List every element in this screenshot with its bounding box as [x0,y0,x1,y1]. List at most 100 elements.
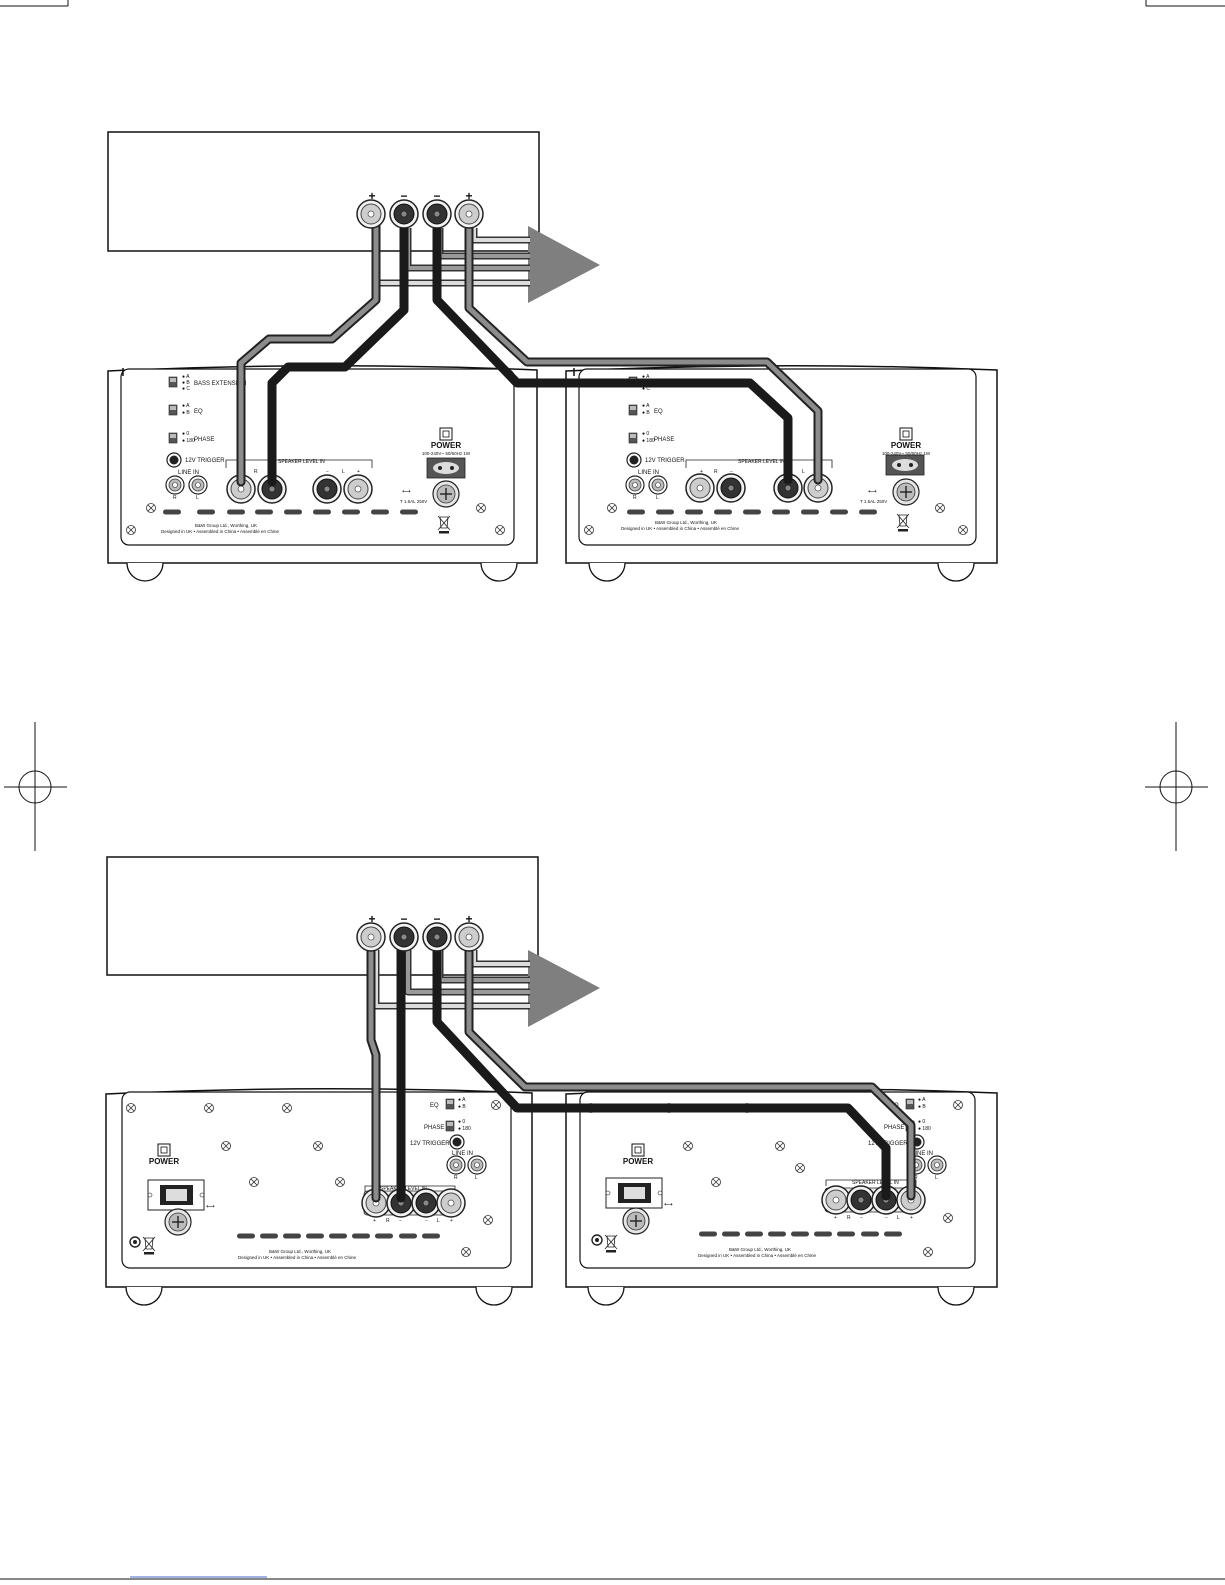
speaker-output-arrow [528,226,600,303]
terminal-mark: R [714,469,718,475]
manufacturer-address: B&W Group Ltd., Worthing, UK [729,1247,791,1252]
ground-symbol: ⟷ [664,1202,673,1208]
svg-text:● C: ● C [182,386,190,392]
registration-mark-right [1145,722,1208,851]
terminal-mark: L [342,469,345,475]
terminal-mark: − [399,1218,402,1224]
sub-cables-2 [366,943,916,1203]
svg-text:● A: ● A [642,374,650,380]
svg-text:● 0: ● 0 [918,1119,925,1125]
amp-terminal-mark: − [400,189,407,203]
speaker-level-label: SPEAKER LEVEL IN [852,1180,899,1186]
amp-terminal-mark: − [433,912,440,926]
amp-terminal-mark: + [368,912,375,926]
amp-terminal-mark: − [433,189,440,203]
line-in-r-label: R [454,1175,458,1181]
line-in-label: LINE IN [452,1151,473,1157]
line-in-l-label: L [196,495,199,501]
svg-text:● B: ● B [642,410,650,416]
assembly-note: Designed in UK • Assembled in China • As… [698,1253,816,1258]
phase-label: PHASE [654,437,674,443]
terminal-mark: + [450,1218,453,1224]
svg-text:● B: ● B [182,380,190,386]
power-spec: 100-240V~ 50/60Hz 1W [422,451,471,456]
ground-symbol: ⟷ [868,489,877,495]
terminal-mark: R [386,1218,390,1224]
trigger-label: 12V TRIGGER [185,458,225,464]
power-label: POWER [149,1157,179,1166]
terminal-mark: + [834,1215,837,1221]
diagram-2: + − − + POWER [105,856,998,1306]
bass-extension-label: BASS EXTENSION [194,381,246,387]
power-label: POWER [623,1157,653,1166]
svg-text:● B: ● B [458,1104,466,1110]
power-spec: 100-240V~ 50/60Hz 1W [882,451,931,456]
manufacturer-address: B&W Group Ltd., Worthing, UK [195,523,257,528]
speaker-output-arrow [528,950,600,1027]
manufacturer-address: B&W Group Ltd., Worthing, UK [269,1249,331,1254]
svg-text:● A: ● A [642,403,650,409]
diagram-1: + − − + ● A ● B ● C BA [107,131,998,582]
speaker-level-label: SPEAKER LEVEL IN [278,459,325,465]
terminal-mark: L [897,1215,900,1221]
registration-mark-left [4,722,67,851]
amp-terminal-mark: + [465,189,472,203]
subwoofer-1a: ● A ● B ● C BASS EXTENSION ● A ● B EQ ● … [107,364,538,582]
manufacturer-address: B&W Group Ltd., Worthing, UK [655,520,717,525]
ground-symbol: ⟷ [402,489,411,495]
terminal-mark: L [437,1218,440,1224]
amp-terminal-mark: + [368,189,375,203]
assembly-note: Designed in UK • Assembled in China • As… [621,526,739,531]
line-in-r-label: R [173,495,177,501]
phase-label: PHASE [884,1125,904,1131]
eq-label: EQ [654,409,663,415]
trigger-label: 12V TRIGGER [645,458,685,464]
svg-text:● A: ● A [458,1097,466,1103]
terminal-mark: − [885,1215,888,1221]
power-label: POWER [891,441,921,450]
line-in-l-label: L [935,1175,938,1181]
assembly-note: Designed in UK • Assembled in China • As… [238,1255,356,1260]
svg-text:● 0: ● 0 [182,431,189,437]
terminal-mark: − [860,1215,863,1221]
power-label: POWER [431,441,461,450]
terminal-mark: − [326,469,329,475]
amp-terminal-mark: − [400,912,407,926]
speaker-level-label: SPEAKER LEVEL IN [738,459,785,465]
svg-text:● B: ● B [182,410,190,416]
trigger-label: 12V TRIGGER [410,1141,450,1147]
svg-text:● 0: ● 0 [642,431,649,437]
line-in-label: LINE IN [638,470,659,476]
terminal-mark: − [730,469,733,475]
svg-text:● 180: ● 180 [642,438,655,444]
svg-text:● B: ● B [918,1104,926,1110]
line-in-l-label: L [656,495,659,501]
terminal-mark: L [802,469,805,475]
eq-label: EQ [430,1103,439,1109]
line-in-l-label: L [475,1175,478,1181]
svg-text:● 0: ● 0 [458,1119,465,1125]
terminal-mark: R [847,1215,851,1221]
svg-text:● 180: ● 180 [918,1126,931,1132]
svg-text:● A: ● A [182,403,190,409]
sub-cables-1 [236,220,823,487]
amp-terminal-mark: + [465,912,472,926]
subwoofer-1b: ● A ● B ● C BASS EXTENSION ● A ● B EQ ● … [565,364,998,582]
eq-label: EQ [194,409,203,415]
terminal-mark: R [254,469,258,475]
svg-text:● 180: ● 180 [182,438,195,444]
fuse-rating: T 1.6AL 250V [400,499,427,504]
line-in-r-label: R [633,495,637,501]
phase-label: PHASE [194,437,214,443]
svg-text:● 180: ● 180 [458,1126,471,1132]
svg-text:● A: ● A [182,374,190,380]
line-in-label: LINE IN [178,470,199,476]
phase-label: PHASE [424,1125,444,1131]
line-in-r-label: R [914,1175,918,1181]
svg-text:● C: ● C [642,386,650,392]
fuse-rating: T 1.6AL 250V [860,499,887,504]
subwoofer-2a: POWER ⟷ ● A ● B EQ ● 0 ● 180 PHASE 12V T… [105,1087,533,1306]
terminal-mark: + [700,469,703,475]
svg-text:● A: ● A [918,1097,926,1103]
